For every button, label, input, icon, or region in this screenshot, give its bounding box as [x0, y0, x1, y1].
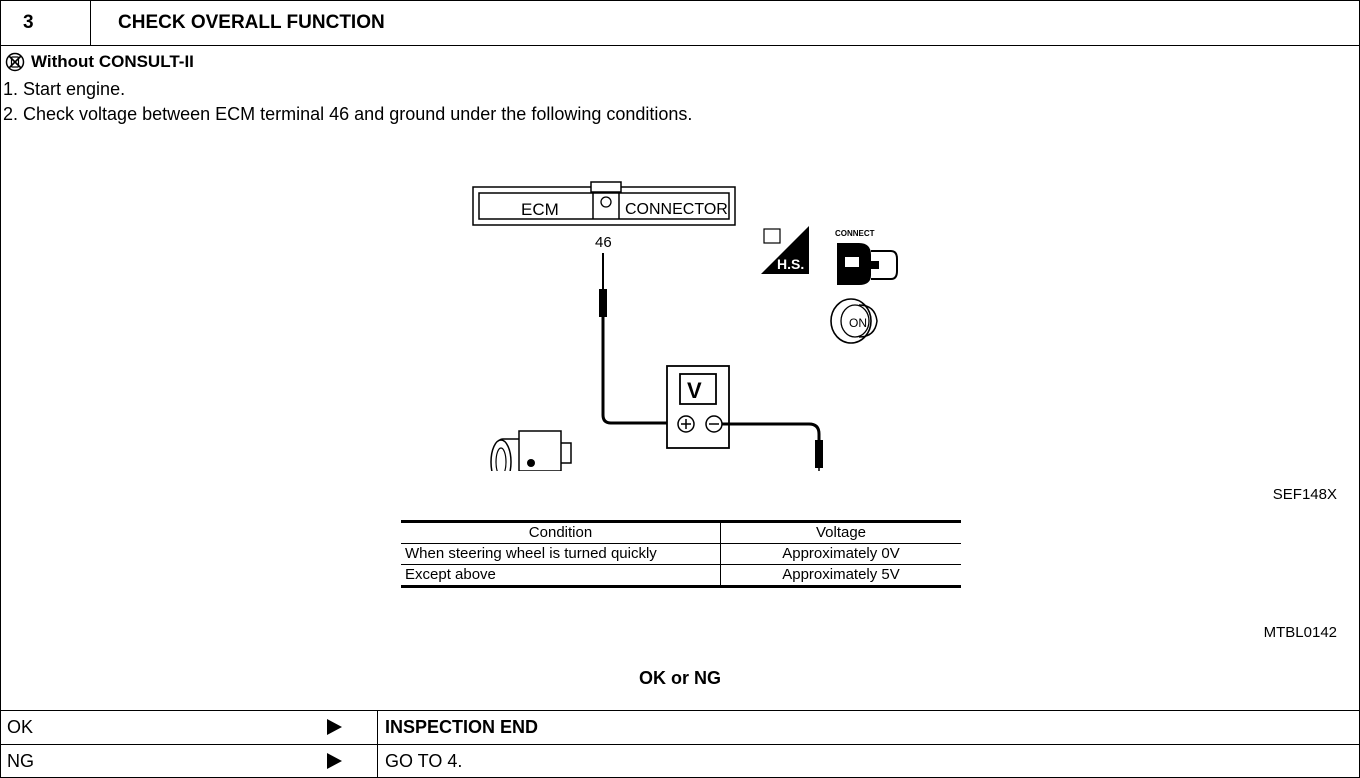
connector-label: CONNECTOR — [625, 201, 728, 218]
table-cell-voltage: Approximately 0V — [720, 543, 961, 565]
ground-probe-lead — [722, 422, 823, 468]
ng-label: NG — [7, 751, 34, 771]
arrow-right-icon — [327, 719, 342, 735]
table-row: Except above Approximately 5V — [401, 564, 961, 588]
condition-voltage-table: Condition Voltage When steering wheel is… — [401, 520, 961, 588]
ok-action: INSPECTION END — [385, 717, 539, 737]
engine-running-icon — [490, 430, 572, 471]
table-cell-condition: When steering wheel is turned quickly — [401, 543, 721, 565]
arrow-right-icon — [327, 753, 342, 769]
table-cell-voltage: Approximately 5V — [720, 564, 961, 588]
step-number: 3 — [23, 12, 34, 33]
ok-result-row: OK INSPECTION END — [1, 710, 1359, 744]
wiring-diagram: ECM CONNECTOR 46 V — [472, 181, 898, 471]
instruction-step-2: 2. Check voltage between ECM terminal 46… — [3, 104, 693, 124]
step-number-cell: 3 — [1, 1, 91, 45]
ecm-connector: ECM CONNECTOR — [472, 181, 736, 226]
table-code: MTBL0142 — [1263, 624, 1337, 641]
connect-icon: CONNECT — [835, 229, 898, 285]
key-on-label: ON — [849, 316, 867, 330]
ok-label: OK — [7, 717, 34, 737]
positive-probe-lead — [599, 253, 685, 425]
table-header-voltage: Voltage — [720, 520, 961, 544]
table-cell-condition: Except above — [401, 564, 721, 588]
table-row: When steering wheel is turned quickly Ap… — [401, 543, 961, 565]
mode-label: Without CONSULT-II — [31, 52, 194, 71]
step-title: CHECK OVERALL FUNCTION — [118, 12, 385, 33]
ground-symbol-icon — [818, 468, 820, 471]
mode-heading: Without CONSULT-II — [5, 52, 194, 72]
step-header: 3 CHECK OVERALL FUNCTION — [1, 1, 1359, 46]
voltmeter: V — [666, 365, 730, 449]
result-heading: OK or NG — [638, 668, 721, 688]
meter-label: V — [687, 378, 702, 403]
diagram-code: SEF148X — [1272, 486, 1337, 503]
hs-label: H.S. — [777, 256, 804, 272]
ecm-label: ECM — [521, 200, 559, 219]
hs-tool-icon: H.S. — [761, 226, 809, 274]
ng-result-row: NG GO TO 4. — [1, 744, 1359, 778]
connect-label: CONNECT — [835, 229, 875, 238]
ng-action: GO TO 4. — [385, 751, 463, 771]
table-header-condition: Condition — [401, 520, 721, 544]
instruction-step-1: 1. Start engine. — [3, 79, 126, 99]
ignition-on-icon: ON — [830, 298, 878, 344]
terminal-label: 46 — [595, 234, 612, 251]
step-content: Without CONSULT-II 1. Start engine. 2. C… — [1, 46, 1359, 709]
no-consult-icon — [5, 52, 25, 72]
